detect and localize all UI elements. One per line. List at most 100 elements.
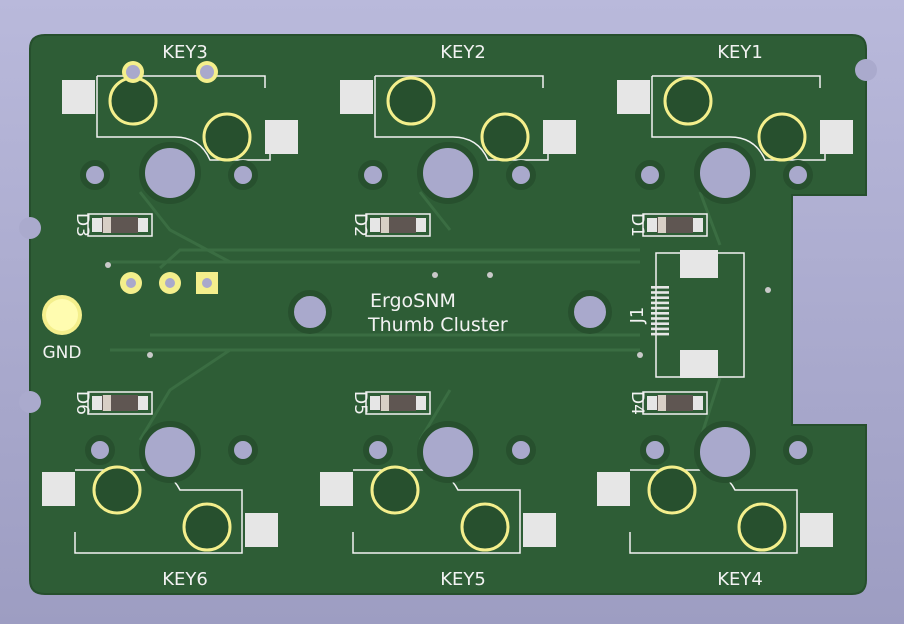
- via: [637, 352, 643, 358]
- via: [432, 272, 438, 278]
- diode-label: D2: [350, 213, 370, 237]
- edge-notch: [855, 59, 877, 81]
- gnd-pad-center: [46, 299, 78, 331]
- mounting-hole: [506, 160, 536, 190]
- diode-pad: [693, 396, 703, 410]
- diode-pad: [138, 396, 148, 410]
- smd-pad: [523, 513, 556, 547]
- diode-outline: [642, 391, 708, 415]
- gnd-label: GND: [43, 343, 82, 363]
- smd-pad: [597, 472, 630, 506]
- mounting-hole: [568, 290, 612, 334]
- diode-outline: [365, 391, 431, 415]
- diode-pad: [92, 218, 102, 232]
- via: [765, 287, 771, 293]
- mounting-hole: [417, 142, 479, 204]
- key-footprint: KEY6 D6: [42, 391, 278, 590]
- fpc-pin: [651, 327, 669, 331]
- mounting-hole: [228, 160, 258, 190]
- key-label: KEY3: [162, 42, 208, 63]
- diode-label: D1: [627, 213, 647, 237]
- diode-cathode-band: [103, 395, 111, 411]
- mounting-hole: [783, 435, 813, 465]
- socket-hole: [737, 502, 787, 552]
- key-label: KEY1: [717, 42, 763, 63]
- edge-notch: [19, 391, 41, 413]
- socket-hole: [202, 112, 252, 162]
- diode-pad: [416, 218, 426, 232]
- diode-label: D3: [72, 213, 92, 237]
- fpc-pin: [651, 291, 669, 294]
- diode-pad: [92, 396, 102, 410]
- key-label: KEY4: [717, 569, 763, 590]
- smd-pad: [42, 472, 75, 506]
- mounting-hole: [288, 290, 332, 334]
- fpc-pin: [651, 301, 669, 305]
- smd-pad: [320, 472, 353, 506]
- mounting-hole: [506, 435, 536, 465]
- diode-outline: [87, 391, 153, 415]
- diode-cathode-band: [103, 217, 111, 233]
- socket-hole: [108, 76, 158, 126]
- connector-label: J1: [627, 307, 648, 325]
- socket-hole: [647, 465, 697, 515]
- smd-pad: [543, 120, 576, 154]
- board-title-line2: Thumb Cluster: [367, 314, 508, 336]
- mounting-hole: [363, 435, 393, 465]
- smd-pad: [265, 120, 298, 154]
- fpc-pin: [651, 322, 669, 325]
- key-footprint: KEY4 D4: [597, 391, 833, 590]
- header-pads: [120, 272, 218, 294]
- fpc-pin: [651, 286, 669, 289]
- diode-cathode-band: [658, 217, 666, 233]
- smd-pad: [617, 80, 650, 114]
- diode-pad: [647, 396, 657, 410]
- key-label: KEY2: [440, 42, 486, 63]
- socket-hole: [92, 465, 142, 515]
- diode-label: D6: [72, 391, 92, 415]
- diode-outline: [642, 213, 708, 237]
- socket-hole: [460, 502, 510, 552]
- socket-hole: [386, 76, 436, 126]
- diode-pad: [693, 218, 703, 232]
- mounting-hole: [139, 421, 201, 483]
- diode-pad: [370, 218, 380, 232]
- key-label: KEY5: [440, 569, 486, 590]
- fpc-pin: [651, 317, 669, 320]
- diode-pad: [138, 218, 148, 232]
- diode-pad: [370, 396, 380, 410]
- fpc-pin: [651, 306, 669, 310]
- fpc-pin: [651, 312, 669, 315]
- socket-hole: [480, 112, 530, 162]
- diode-label: D4: [627, 391, 647, 415]
- socket-hole: [182, 502, 232, 552]
- key-label: KEY6: [162, 569, 208, 590]
- socket-hole: [370, 465, 420, 515]
- smd-pad: [62, 80, 95, 114]
- mounting-hole: [85, 435, 115, 465]
- mounting-hole: [694, 421, 756, 483]
- smd-pad: [245, 513, 278, 547]
- mounting-hole: [358, 160, 388, 190]
- diode-outline: [365, 213, 431, 237]
- diode-label: D5: [350, 391, 370, 415]
- diode-cathode-band: [381, 395, 389, 411]
- traces: [110, 191, 722, 441]
- mounting-hole: [783, 160, 813, 190]
- diode-pad: [647, 218, 657, 232]
- smd-pad: [820, 120, 853, 154]
- fpc-pin: [651, 296, 669, 299]
- diode-cathode-band: [381, 217, 389, 233]
- key-footprint: KEY5 D5: [320, 391, 556, 590]
- diode-outline: [87, 213, 153, 237]
- via: [147, 352, 153, 358]
- board-title-line1: ErgoSNM: [370, 290, 456, 312]
- diode-cathode-band: [658, 395, 666, 411]
- mounting-hole: [694, 142, 756, 204]
- mounting-hole: [417, 421, 479, 483]
- mounting-hole: [640, 435, 670, 465]
- mounting-hole: [228, 435, 258, 465]
